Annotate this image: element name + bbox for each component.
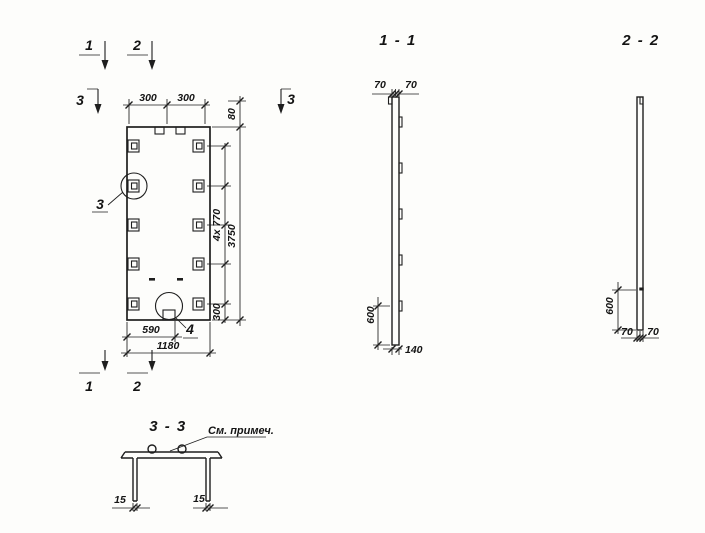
section-2-2-strip	[636, 96, 644, 331]
dim-1180: 1180	[157, 340, 180, 352]
dim-4x770: 4x 770	[211, 209, 223, 242]
section-arrow-icon	[101, 361, 109, 371]
marker-3-left: 3	[76, 92, 84, 108]
weep-hole-right	[177, 278, 183, 281]
top-notch-right	[175, 126, 186, 135]
dim-70-right: 70	[647, 326, 659, 338]
dim-300-right: 300	[177, 92, 195, 104]
dim-600: 600	[604, 297, 616, 315]
section-3-3-view: 3 - 3 См. примеч. 15 15	[112, 418, 274, 512]
section-3-3-profile	[120, 444, 223, 502]
section-1-1-title: 1 - 1	[379, 32, 417, 49]
lifting-loop-icon	[177, 444, 187, 454]
anchors-left	[127, 139, 140, 311]
detail-label-3: 3	[96, 196, 104, 212]
section-arrow-icon	[94, 104, 102, 114]
section-2-2-view: 2 - 2 600 70 70	[604, 32, 660, 342]
section-arrow-icon	[101, 60, 109, 70]
detail-leaders	[92, 191, 198, 339]
section-2-2-top-step	[639, 97, 644, 105]
marker-1-top: 1	[85, 37, 93, 53]
dim-140: 140	[405, 344, 423, 356]
marker-2-top: 2	[132, 37, 141, 53]
section-arrow-icon	[148, 60, 156, 70]
dim-300-left: 300	[139, 92, 157, 104]
marker-1-bottom: 1	[85, 378, 93, 394]
note-leader	[169, 436, 266, 452]
section-1-1-anchor-notches	[398, 116, 403, 312]
dim-70-left: 70	[374, 79, 386, 91]
dim-70-left: 70	[621, 326, 633, 338]
section-1-1-dimensions: 70 70 600 140	[365, 79, 423, 356]
marker-3-right: 3	[287, 91, 295, 107]
top-notch-left	[154, 126, 165, 135]
dim-600: 600	[365, 306, 377, 324]
detail-circle-4	[154, 291, 184, 321]
section-3-3-note: См. примеч.	[208, 425, 274, 437]
section-1-1-view: 1 - 1 70 70 600 140	[365, 32, 423, 356]
section-1-1-top-step	[387, 96, 393, 105]
dim-15-right: 15	[193, 493, 205, 505]
dim-590: 590	[142, 324, 160, 336]
marker-2-bottom: 2	[132, 378, 141, 394]
dim-300-bottom: 300	[211, 303, 223, 321]
detail-label-4: 4	[185, 321, 194, 337]
dim-70-right: 70	[405, 79, 417, 91]
section-3-3-title: 3 - 3	[149, 418, 187, 435]
lifting-loop-icon	[147, 444, 157, 454]
detail-circle-3	[120, 172, 148, 200]
section-2-2-title: 2 - 2	[621, 32, 660, 49]
section-1-1-strip	[391, 96, 400, 346]
dim-15-left: 15	[114, 494, 126, 506]
plan-dimensions: 300 300 80 4x 770 3750 300 590 1180	[121, 92, 246, 357]
dim-3750: 3750	[226, 224, 238, 248]
dim-80: 80	[226, 108, 238, 120]
section-2-2-dimensions: 600 70 70	[604, 282, 659, 342]
section-markers: 1 2 1 2 3 3	[76, 37, 295, 394]
plan-view: 3 4 1 2 1 2 3 3 300 300 80	[76, 37, 295, 394]
section-arrow-icon	[277, 104, 285, 114]
weep-hole-left	[149, 278, 155, 281]
section-arrow-icon	[148, 361, 156, 371]
section-2-2-weep-hole	[639, 287, 644, 291]
section-3-3-dimensions: 15 15	[112, 493, 228, 512]
anchors-right	[192, 139, 205, 311]
